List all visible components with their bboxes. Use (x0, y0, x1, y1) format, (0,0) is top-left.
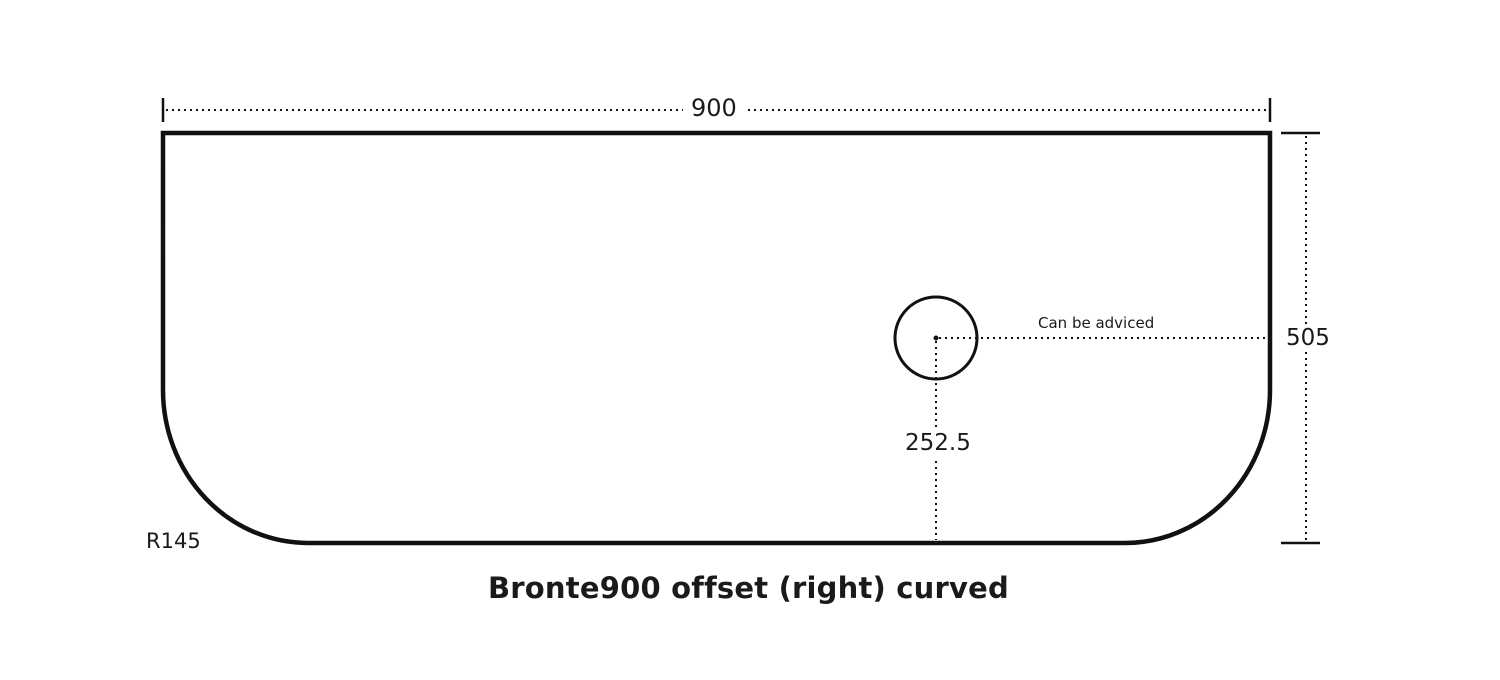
corner-radius-label: R145 (146, 529, 201, 553)
waste-hole-center (933, 335, 939, 341)
basin-outline (160, 130, 1273, 546)
width-dimension-label: 900 (683, 96, 745, 120)
height-dimension-label: 505 (1284, 325, 1332, 351)
hole-offset-label: 252.5 (902, 430, 974, 457)
diagram-title: Bronte900 offset (right) curved (488, 571, 1009, 605)
hole-position-note: Can be adviced (1038, 314, 1155, 332)
width-dimension-line (161, 98, 1272, 122)
height-dimension-line (1281, 131, 1320, 545)
